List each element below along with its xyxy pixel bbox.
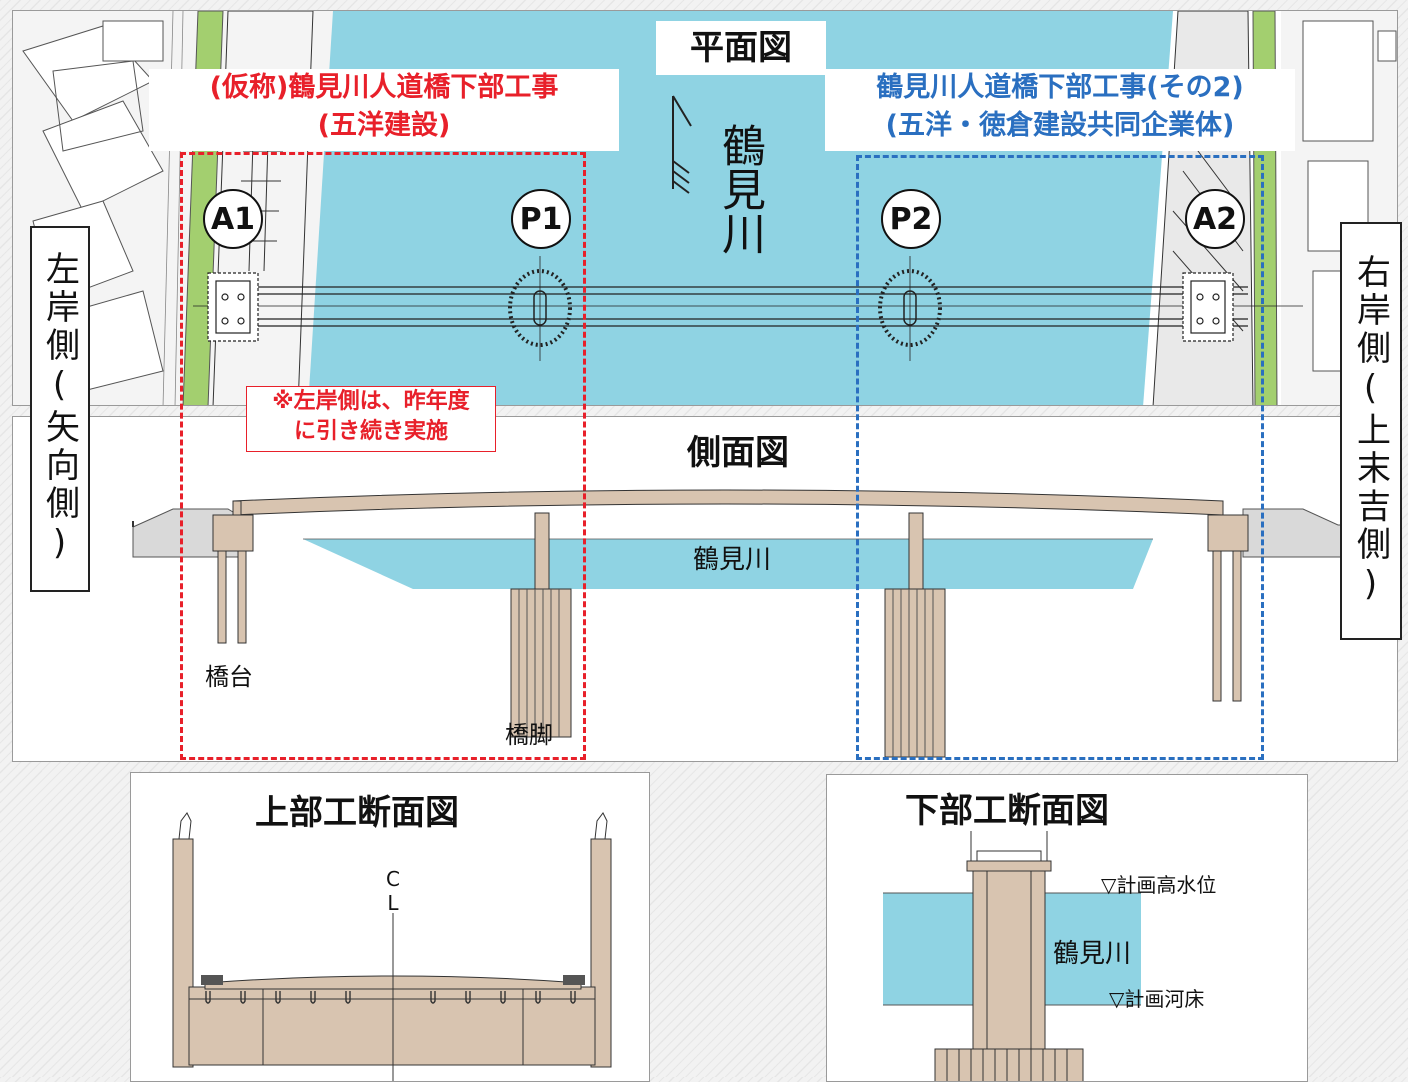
elevation-title: 側面図 <box>663 429 813 477</box>
superstructure-title: 上部工断面図 <box>255 793 459 833</box>
pier-column <box>972 870 1046 1050</box>
right-contract-area-box <box>856 155 1264 760</box>
pier-label: 橋脚 <box>505 721 553 749</box>
left-contract-line2: (五洋建設) <box>317 110 451 141</box>
p2-plan-pier <box>878 256 942 361</box>
pier-cap <box>966 831 1052 872</box>
elevation-drawing <box>132 489 1397 758</box>
left-bank-label: 左岸側(矢向側) <box>30 226 90 592</box>
plan-view-title: 平面図 <box>656 21 826 75</box>
support-p1: P1 <box>511 189 571 249</box>
support-a1: A1 <box>203 189 263 249</box>
right-contract-line2: (五洋・徳倉建設共同企業体) <box>885 110 1235 141</box>
superstructure-drawing <box>172 812 612 1081</box>
p1-plan-pier <box>508 256 572 361</box>
substructure-river-label: 鶴見川 <box>1053 939 1132 969</box>
north-arrow-icon <box>672 95 692 194</box>
left-bank-note-line1: ※左岸側は、昨年度 <box>272 389 470 414</box>
a1-elevation-abutment <box>212 514 254 644</box>
a2-elevation-abutment <box>1207 514 1249 702</box>
left-handrail <box>172 812 194 1068</box>
plan-river-label: 鶴見川 <box>714 123 765 255</box>
centerline-label: CL <box>381 867 405 915</box>
right-contract-label: 鶴見川人道橋下部工事(その2) (五洋・徳倉建設共同企業体) <box>825 69 1295 151</box>
left-bank-note-line2: に引き続き実施 <box>293 419 448 444</box>
right-contract-line1: 鶴見川人道橋下部工事(その2) <box>876 72 1244 103</box>
substructure-title: 下部工断面図 <box>905 791 1109 831</box>
a2-plan-abutment <box>1182 272 1234 342</box>
abutment-label: 橋台 <box>205 663 253 691</box>
river-bed-label: ▽計画河床 <box>1109 987 1205 1011</box>
pier-footing <box>934 1048 1084 1081</box>
support-p2: P2 <box>881 189 941 249</box>
left-contract-area-box <box>180 152 586 760</box>
superstructure-section-panel: 上部工断面図 CL <box>130 772 650 1082</box>
p2-elevation-pier <box>884 512 946 758</box>
box-girder <box>188 986 596 1066</box>
elevation-river-label: 鶴見川 <box>693 545 772 575</box>
left-contract-label: (仮称)鶴見川人道橋下部工事 (五洋建設) <box>149 69 619 151</box>
substructure-drawing <box>883 831 1141 1081</box>
left-bank-note: ※左岸側は、昨年度 に引き続き実施 <box>246 386 496 452</box>
left-contract-line1: (仮称)鶴見川人道橋下部工事 <box>209 72 559 103</box>
elevation-river <box>303 539 1153 589</box>
right-bank-label: 右岸側(上末吉側) <box>1340 222 1402 640</box>
support-a2: A2 <box>1185 189 1245 249</box>
right-handrail <box>590 812 612 1068</box>
substructure-section-panel: 下部工断面図 ▽計画高水位 鶴見川 ▽計画河床 <box>826 774 1308 1082</box>
p1-elevation-pier <box>510 512 572 738</box>
high-water-label: ▽計画高水位 <box>1101 873 1217 897</box>
a1-plan-abutment <box>207 272 259 342</box>
